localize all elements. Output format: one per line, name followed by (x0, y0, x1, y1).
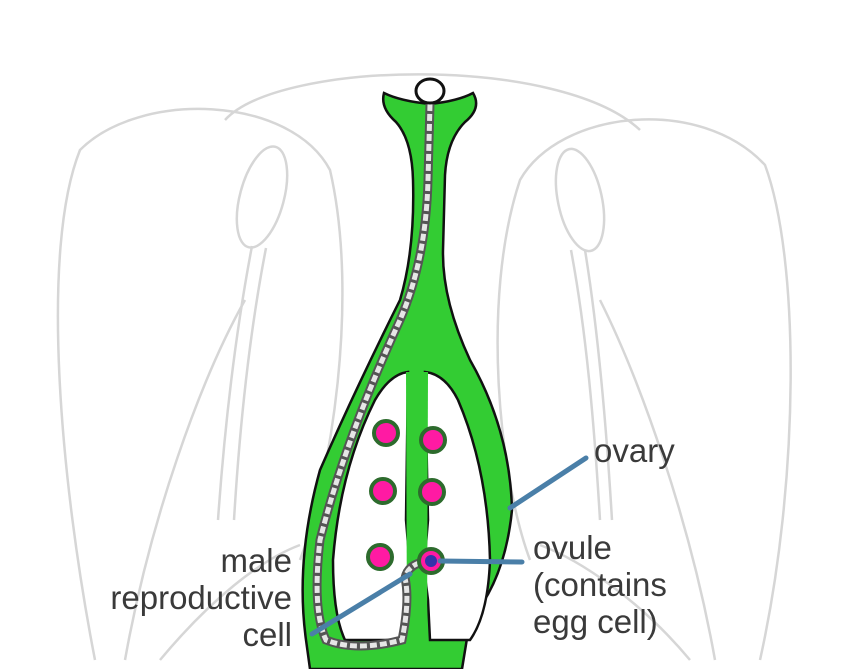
left-anther (227, 141, 296, 253)
ovule-label-line-2: (contains (533, 566, 667, 603)
male-cell-label-line-3: cell (60, 616, 292, 653)
ovule-label: ovule (contains egg cell) (533, 529, 667, 640)
ovary-pointer (510, 458, 586, 508)
egg-nucleus (425, 555, 437, 567)
pollen-grain (416, 79, 444, 103)
male-cell-label-line-2: reproductive (60, 579, 292, 616)
right-anther (548, 145, 613, 256)
ovule-mid-left (371, 479, 395, 503)
ovule-bottom-left (368, 545, 392, 569)
ovule-top-right (421, 428, 445, 452)
right-filament-b (571, 250, 600, 520)
ovary-label-text: ovary (594, 432, 675, 469)
ovule-label-line-3: egg cell) (533, 603, 667, 640)
left-filament-b (234, 248, 266, 520)
ovule-top-left (374, 421, 398, 445)
ovule-label-line-1: ovule (533, 529, 667, 566)
male-cell-label-line-1: male (60, 542, 292, 579)
ovule-mid-right (420, 480, 444, 504)
male-cell-label: male reproductive cell (60, 542, 292, 653)
ovary-label: ovary (594, 432, 675, 469)
ovule-pointer (440, 561, 522, 562)
